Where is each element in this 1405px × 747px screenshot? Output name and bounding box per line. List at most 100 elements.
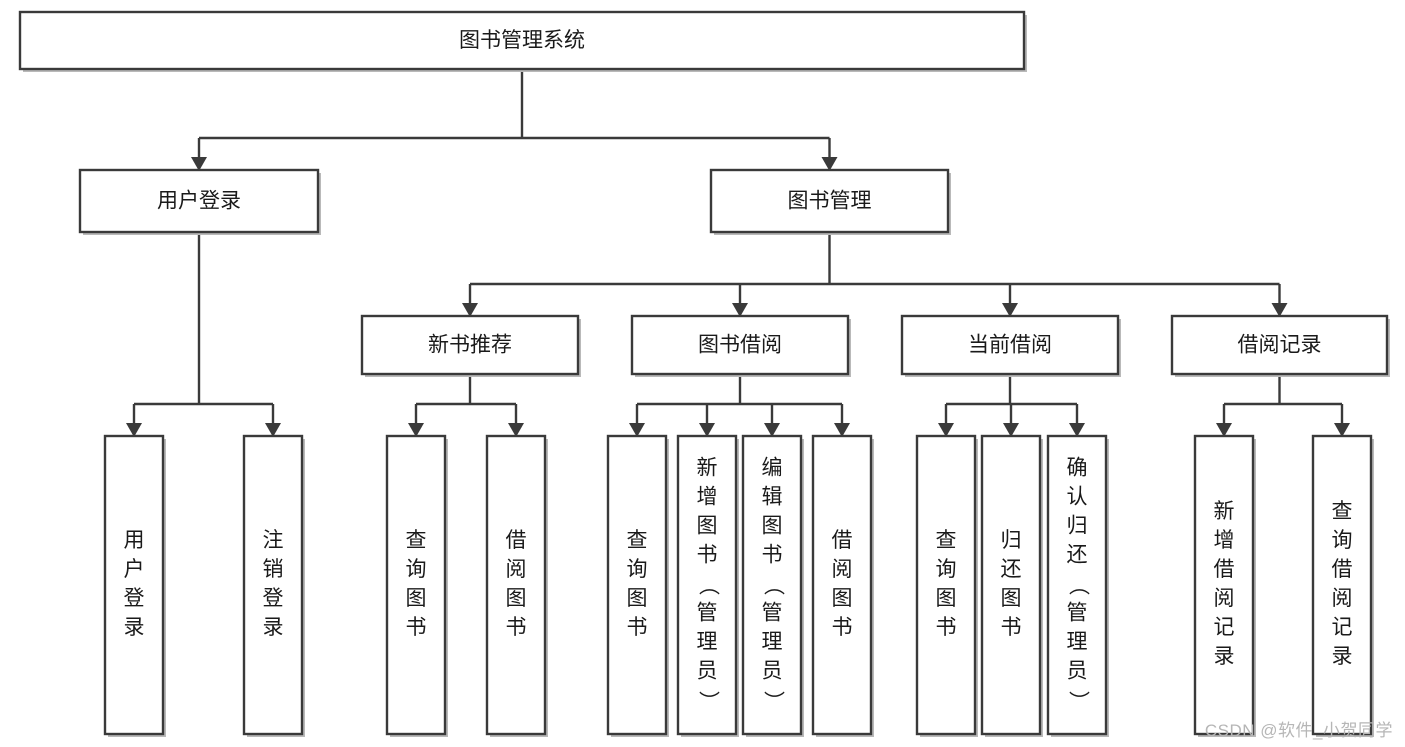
node-label-char: 书 — [832, 616, 853, 639]
node-label-char: 管 — [762, 602, 783, 625]
node-label-char: 阅 — [1332, 587, 1353, 610]
node-label-char: 图 — [1001, 587, 1022, 610]
node-label-char: 询 — [627, 558, 648, 581]
node-label: 用户登录 — [157, 190, 241, 213]
node-label-char: 书 — [1001, 616, 1022, 639]
node-box[interactable] — [630, 314, 850, 376]
node-label-char: 图 — [406, 587, 427, 610]
node-box[interactable] — [103, 434, 165, 736]
node-box[interactable] — [1046, 434, 1108, 736]
node-label-char: （ — [696, 575, 719, 596]
arrow-head-icon — [1216, 423, 1232, 437]
node-leaf-user-login[interactable]: 用户登录用户登录 — [103, 434, 166, 737]
arrow-head-icon — [462, 303, 478, 317]
arrow-head-icon — [938, 423, 954, 437]
node-label-char: 询 — [406, 558, 427, 581]
node-label-char: 注 — [263, 529, 284, 552]
node-leaf-record-query[interactable]: 查询借阅记录查询借阅记录 — [1311, 434, 1374, 737]
arrow-head-icon — [1002, 303, 1018, 317]
node-leaf-newbook-query[interactable]: 查询图书查询图书 — [385, 434, 448, 737]
node-label: 图书管理系统 — [459, 29, 585, 52]
node-box[interactable] — [900, 314, 1120, 376]
node-label-char: 增 — [697, 486, 718, 509]
node-label-char: 员 — [697, 660, 718, 683]
node-leaf-record-add[interactable]: 新增借阅记录新增借阅记录 — [1193, 434, 1256, 737]
node-record[interactable]: 借阅记录 — [1170, 314, 1390, 377]
node-label-char: 书 — [697, 544, 718, 567]
node-box[interactable] — [915, 434, 977, 736]
node-label-char: 辑 — [762, 486, 783, 509]
node-label-char: 登 — [263, 587, 284, 610]
node-label: 图书借阅 — [698, 334, 782, 357]
node-box[interactable] — [1311, 434, 1373, 736]
arrow-head-icon — [1069, 423, 1085, 437]
node-box[interactable] — [360, 314, 580, 376]
node-label-char: 员 — [1067, 660, 1088, 683]
arrow-head-icon — [699, 423, 715, 437]
node-bookmgr[interactable]: 图书管理 — [709, 168, 951, 235]
node-box[interactable] — [78, 168, 320, 234]
node-box[interactable] — [18, 10, 1026, 71]
node-borrow[interactable]: 图书借阅 — [630, 314, 851, 377]
node-label-char: 认 — [1067, 486, 1088, 509]
node-newbook[interactable]: 新书推荐 — [360, 314, 581, 377]
node-box[interactable] — [741, 434, 803, 736]
node-label-char: 编 — [762, 457, 783, 480]
node-label-char: （ — [1066, 575, 1089, 596]
node-label-char: （ — [761, 575, 784, 596]
node-label-char: 图 — [697, 515, 718, 538]
node-label-char: 增 — [1214, 529, 1235, 552]
node-box[interactable] — [709, 168, 950, 234]
node-box[interactable] — [606, 434, 668, 736]
node-box[interactable] — [1193, 434, 1255, 736]
node-leaf-user-logout[interactable]: 注销登录注销登录 — [242, 434, 305, 737]
node-label-char: 借 — [832, 529, 853, 552]
arrow-head-icon — [629, 423, 645, 437]
node-box[interactable] — [980, 434, 1042, 736]
arrow-head-icon — [1334, 423, 1350, 437]
node-label-char: 书 — [936, 616, 957, 639]
node-leaf-current-query[interactable]: 查询图书查询图书 — [915, 434, 978, 737]
node-label-char: 管 — [1067, 602, 1088, 625]
node-label-char: ） — [696, 691, 719, 712]
node-leaf-newbook-borrow[interactable]: 借阅图书借阅图书 — [485, 434, 548, 737]
arrow-head-icon — [1271, 303, 1288, 317]
arrow-head-icon — [126, 423, 142, 437]
node-root[interactable]: 图书管理系统 — [18, 10, 1027, 72]
node-leaf-borrow-query[interactable]: 查询图书查询图书 — [606, 434, 669, 737]
node-label-char: 理 — [1067, 631, 1088, 654]
arrow-head-icon — [834, 423, 850, 437]
node-label-char: 询 — [936, 558, 957, 581]
node-label-char: 录 — [124, 616, 145, 639]
node-label-char: 录 — [263, 616, 284, 639]
edges-layer — [126, 69, 1350, 437]
node-label-char: 阅 — [506, 558, 527, 581]
arrow-head-icon — [732, 303, 748, 317]
arrow-head-icon — [508, 423, 524, 437]
node-label-char: 书 — [506, 616, 527, 639]
node-box[interactable] — [811, 434, 873, 736]
node-label-char: 图 — [936, 587, 957, 610]
node-label-char: 借 — [1332, 558, 1353, 581]
node-box[interactable] — [676, 434, 738, 736]
node-box[interactable] — [242, 434, 304, 736]
node-box[interactable] — [385, 434, 447, 736]
arrow-head-icon — [764, 423, 780, 437]
watermark: CSDN @软件_小贺同学 — [1204, 721, 1393, 740]
node-label-char: 询 — [1332, 529, 1353, 552]
node-label-char: 书 — [627, 616, 648, 639]
node-current[interactable]: 当前借阅 — [900, 314, 1121, 377]
node-box[interactable] — [485, 434, 547, 736]
node-label-char: 查 — [627, 529, 648, 552]
node-leaf-borrow-borrow[interactable]: 借阅图书借阅图书 — [811, 434, 874, 737]
node-box[interactable] — [1170, 314, 1389, 376]
node-label-char: 录 — [1332, 645, 1353, 668]
node-label-char: 记 — [1332, 616, 1353, 639]
node-login[interactable]: 用户登录 — [78, 168, 321, 235]
node-leaf-current-return[interactable]: 归还图书归还图书 — [980, 434, 1043, 737]
